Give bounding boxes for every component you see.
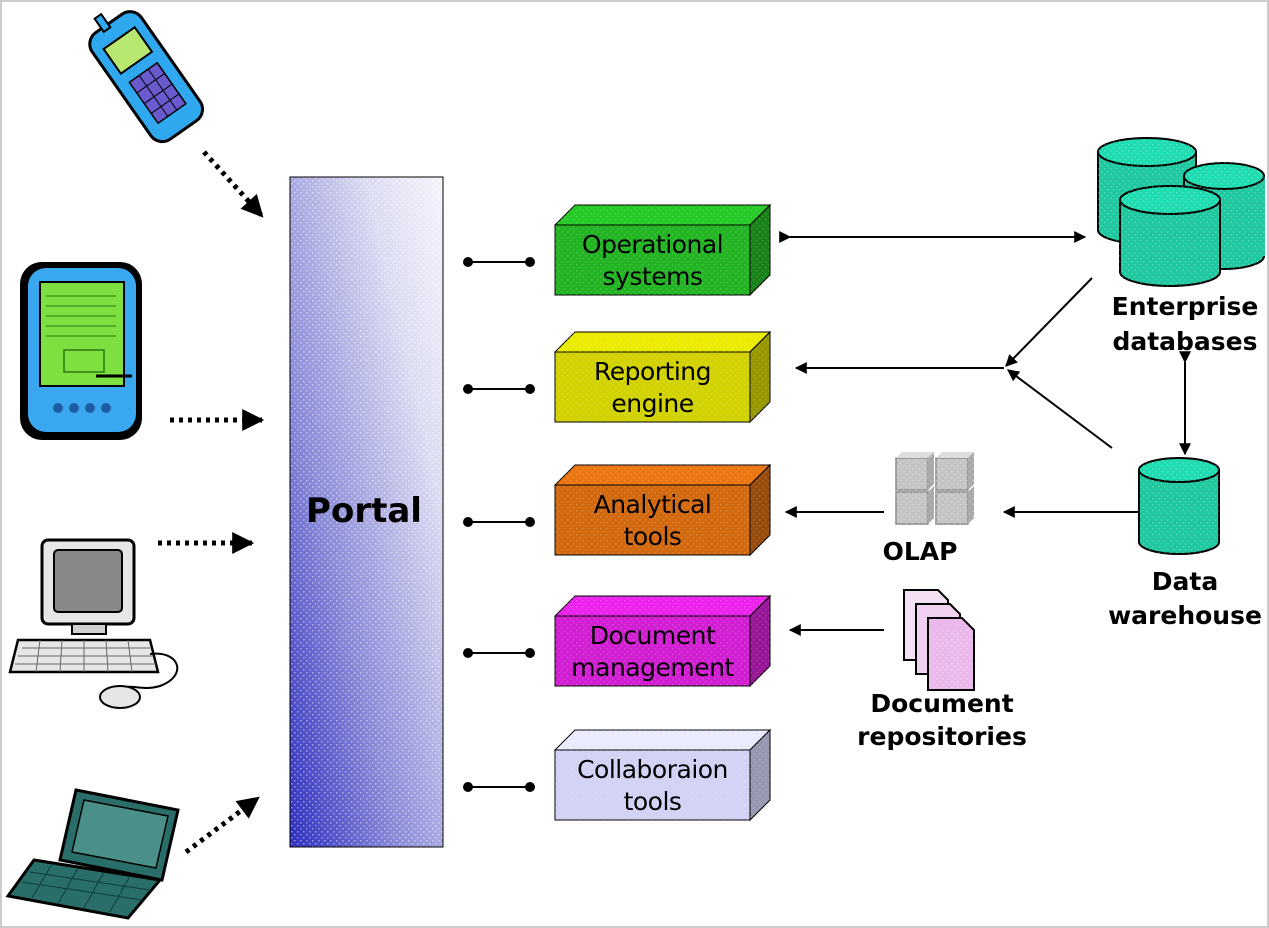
pda-icon — [20, 262, 142, 440]
portal-column: Portal — [289, 176, 444, 848]
enterprise-databases-label-line1: Enterprise — [1112, 292, 1259, 321]
operational-box: Operational systems — [553, 203, 772, 297]
operational-label-line1: Operational — [582, 230, 723, 259]
analytical-portal-connector — [463, 517, 535, 527]
desktop-computer-icon — [8, 538, 179, 709]
collaboration-label-line2: tools — [624, 787, 682, 816]
device-arrows — [158, 150, 265, 854]
operational-label-line2: systems — [603, 262, 703, 291]
collaboration-label-line1: Collaboraion — [577, 755, 728, 784]
document-box: Document management — [553, 594, 772, 688]
operational-portal-connector — [463, 257, 535, 267]
connectors — [779, 231, 1191, 636]
collaboration-portal-connector — [463, 782, 535, 792]
portal-label: Portal — [306, 491, 422, 531]
document-label-line2: management — [571, 653, 734, 682]
enterprise-databases-label-line2: databases — [1112, 327, 1257, 356]
reporting-label-line1: Reporting — [594, 357, 711, 386]
reporting-label-line2: engine — [611, 389, 693, 418]
document-label-line1: Document — [590, 621, 716, 650]
data-warehouse-label-line2: warehouse — [1108, 601, 1262, 630]
document-repositories-icon — [903, 589, 975, 691]
enterprise-databases-icon — [1097, 137, 1268, 287]
document-portal-connector — [463, 648, 535, 658]
databases-to-junction-line — [1005, 277, 1093, 367]
analytical-label-line2: tools — [624, 522, 682, 551]
reporting-portal-connector — [463, 384, 535, 394]
warehouse-to-junction-line — [1007, 369, 1113, 449]
collaboration-box: Collaboraion tools — [553, 728, 772, 822]
analytical-box: Analytical tools — [553, 463, 772, 557]
analytical-label-line1: Analytical — [594, 490, 712, 519]
olap-cube-icon — [895, 452, 974, 525]
reporting-box: Reporting engine — [553, 330, 772, 424]
mobile-phone-icon — [88, 10, 205, 144]
data-warehouse-icon — [1138, 457, 1220, 555]
document-repositories-label-line1: Document — [870, 689, 1013, 718]
olap-label: OLAP — [883, 537, 958, 566]
laptop-icon — [5, 788, 180, 920]
laptop-to-portal-arrow — [184, 796, 260, 854]
document-repositories-label-line2: repositories — [857, 722, 1027, 751]
data-warehouse-label-line1: Data — [1152, 567, 1218, 596]
phone-to-portal-arrow — [202, 150, 264, 218]
